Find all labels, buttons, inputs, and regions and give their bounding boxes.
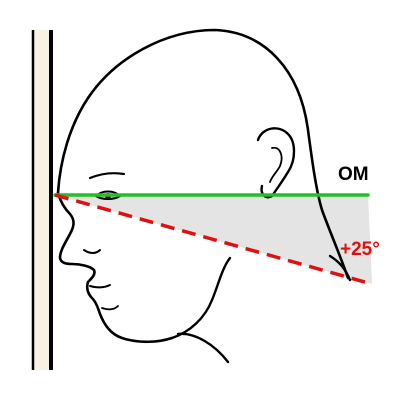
neck-front (176, 332, 230, 364)
jaw-line (170, 256, 232, 340)
angle-label: +25° (340, 239, 380, 260)
mouth (89, 284, 111, 289)
chin-crease (101, 305, 119, 311)
face-profile (56, 191, 174, 344)
om-label: OM (338, 164, 369, 185)
ear-inner (269, 146, 283, 183)
head-outline (56, 28, 350, 280)
eyebrow (88, 172, 126, 180)
angle-line (54, 193, 373, 286)
ear-outline (256, 127, 296, 199)
image-receptor-plate (33, 30, 51, 370)
neck-back (328, 254, 352, 282)
nostril (83, 249, 101, 254)
